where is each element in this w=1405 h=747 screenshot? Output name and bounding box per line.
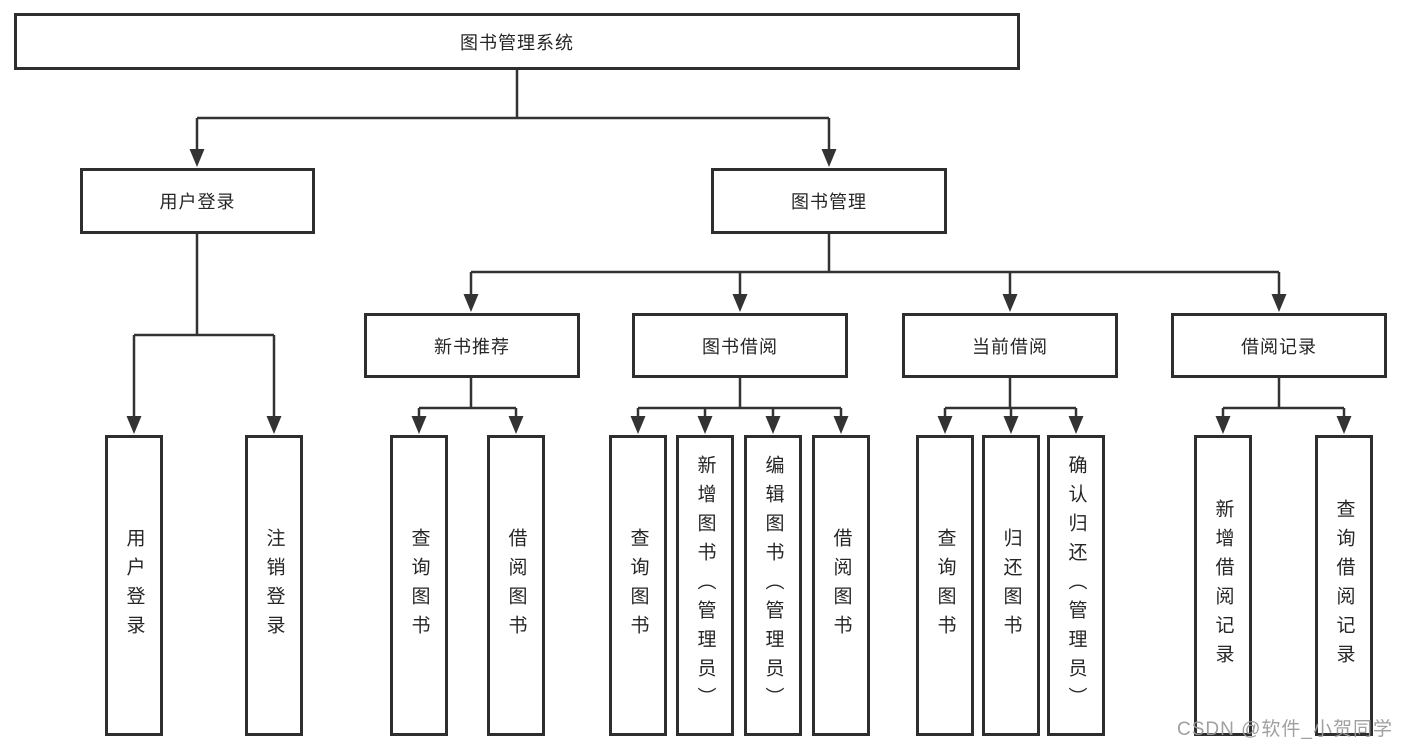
leaf-query-books-borrowing: 查询图书 <box>609 435 667 736</box>
leaf-query-books-recommend-label: 查询图书 <box>408 527 430 644</box>
leaf-borrow-books-borrowing-label: 借阅图书 <box>830 527 852 644</box>
leaf-add-book-admin: 新增图书（管理员） <box>676 435 734 736</box>
leaf-borrow-books-recommend-label: 借阅图书 <box>505 527 527 644</box>
leaf-return-books-label: 归还图书 <box>1000 527 1022 644</box>
leaf-add-borrow-record: 新增借阅记录 <box>1194 435 1252 736</box>
leaf-logout-login-label: 注销登录 <box>263 527 285 644</box>
leaf-query-borrow-record-label: 查询借阅记录 <box>1333 498 1355 673</box>
node-user-login-label: 用户登录 <box>159 192 236 212</box>
leaf-query-books-recommend: 查询图书 <box>390 435 448 736</box>
leaf-user-login-label: 用户登录 <box>123 527 145 644</box>
node-root: 图书管理系统 <box>14 13 1020 70</box>
node-root-label: 图书管理系统 <box>460 32 574 53</box>
leaf-borrow-books-recommend: 借阅图书 <box>487 435 545 736</box>
leaf-query-books-current-label: 查询图书 <box>934 527 956 644</box>
leaf-return-books: 归还图书 <box>982 435 1040 736</box>
node-current-borrowing: 当前借阅 <box>902 313 1118 378</box>
leaf-add-borrow-record-label: 新增借阅记录 <box>1212 498 1234 673</box>
node-new-book-recommendation-label: 新书推荐 <box>434 336 510 357</box>
leaf-borrow-books-borrowing: 借阅图书 <box>812 435 870 736</box>
leaf-edit-book-admin: 编辑图书（管理员） <box>744 435 802 736</box>
leaf-query-books-current: 查询图书 <box>916 435 974 736</box>
node-user-login: 用户登录 <box>80 168 315 234</box>
node-borrowing-records-label: 借阅记录 <box>1241 336 1317 357</box>
node-current-borrowing-label: 当前借阅 <box>972 336 1048 357</box>
leaf-confirm-return-admin: 确认归还（管理员） <box>1047 435 1105 736</box>
node-book-management: 图书管理 <box>711 168 947 234</box>
node-book-management-label: 图书管理 <box>791 192 867 212</box>
leaf-edit-book-admin-label: 编辑图书（管理员） <box>762 455 784 716</box>
node-new-book-recommendation: 新书推荐 <box>364 313 580 378</box>
node-book-borrowing: 图书借阅 <box>632 313 848 378</box>
leaf-add-book-admin-label: 新增图书（管理员） <box>694 455 716 716</box>
node-borrowing-records: 借阅记录 <box>1171 313 1387 378</box>
leaf-query-books-borrowing-label: 查询图书 <box>627 527 649 644</box>
leaf-query-borrow-record: 查询借阅记录 <box>1315 435 1373 736</box>
csdn-watermark: CSDN @软件_小贺同学 <box>1177 719 1393 740</box>
node-book-borrowing-label: 图书借阅 <box>702 336 778 357</box>
leaf-logout-login: 注销登录 <box>245 435 303 736</box>
leaf-user-login: 用户登录 <box>105 435 163 736</box>
leaf-confirm-return-admin-label: 确认归还（管理员） <box>1065 455 1087 716</box>
